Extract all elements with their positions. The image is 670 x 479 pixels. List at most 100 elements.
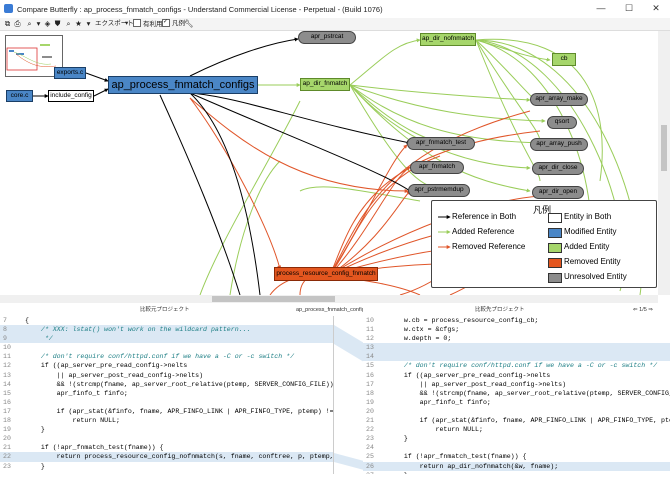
shield-icon[interactable]: ⛊ bbox=[54, 19, 61, 28]
code-line[interactable]: 20 bbox=[363, 407, 670, 416]
legend-removed: Removed Entity bbox=[564, 257, 621, 266]
code-line[interactable]: 16 bbox=[0, 398, 333, 407]
minimap-preview bbox=[6, 44, 57, 71]
code-line[interactable]: 11 /* don't require conf/httpd.conf if w… bbox=[0, 352, 333, 361]
diff-nav[interactable]: ⇐ 1/5 ⇒ bbox=[633, 307, 653, 313]
minimize-button[interactable]: — bbox=[596, 3, 606, 13]
code-line[interactable]: 21 if (!apr_fnmatch_test(fname)) { bbox=[0, 443, 333, 452]
code-line[interactable]: 22 return NULL; bbox=[363, 425, 670, 434]
code-line[interactable]: 8 /* XXX: lstat() won't work on the wild… bbox=[0, 325, 333, 335]
code-line[interactable]: 10 bbox=[0, 343, 333, 352]
line-number: 11 bbox=[366, 326, 374, 334]
graph-vertical-scrollbar[interactable] bbox=[658, 31, 670, 295]
code-text: if ((ap_server_pre_read_config->nelts bbox=[388, 371, 551, 379]
node-exports-c[interactable]: exports.c bbox=[54, 67, 86, 79]
vertical-scroll-thumb[interactable] bbox=[661, 125, 667, 171]
code-line[interactable]: 23 } bbox=[363, 434, 670, 443]
app-icon bbox=[4, 4, 13, 13]
print-icon[interactable]: ⎙ bbox=[14, 19, 21, 28]
option-checkbox-1[interactable]: 有利用 bbox=[133, 19, 163, 29]
node-qsort[interactable]: qsort bbox=[547, 116, 577, 129]
code-line[interactable]: 26 return ap_dir_nofnmatch(&w, fname); bbox=[363, 461, 670, 471]
node-ap-dir-nofnmatch[interactable]: ap_dir_nofnmatch bbox=[420, 33, 476, 46]
swatch-added bbox=[548, 243, 562, 253]
layers-icon[interactable]: ◈ bbox=[44, 19, 51, 28]
code-text: if (apr_stat(&finfo, fname, APR_FINFO_LI… bbox=[419, 417, 670, 425]
checkbox-box[interactable] bbox=[133, 19, 141, 27]
code-text: if (!apr_fnmatch_test(fname)) { bbox=[388, 453, 527, 461]
swatch-entity-both bbox=[548, 213, 562, 223]
node-cb[interactable]: cb bbox=[552, 53, 576, 66]
code-line[interactable]: 18 && !(strcmp(fname, ap_server_root_rel… bbox=[363, 389, 670, 398]
code-line[interactable]: 14 bbox=[363, 352, 670, 362]
code-line[interactable]: 20 bbox=[0, 434, 333, 443]
butterfly-graph[interactable]: exports.c core.c include_config ap_proce… bbox=[0, 31, 658, 295]
node-apr-dir-close[interactable]: apr_dir_close bbox=[532, 162, 584, 175]
node-apr-fnmatch[interactable]: apr_fnmatch bbox=[410, 161, 464, 174]
right-code-pane[interactable]: 10 w.cb = process_resource_config_cb;11 … bbox=[363, 316, 670, 474]
line-number: 19 bbox=[3, 426, 11, 434]
legend-checkbox[interactable]: 凡例 bbox=[162, 19, 185, 29]
horizontal-scroll-thumb[interactable] bbox=[212, 296, 335, 302]
line-number: 22 bbox=[366, 426, 374, 434]
copy-icon[interactable]: ⧉ bbox=[4, 19, 11, 28]
code-text: w.ctx = &cfgs; bbox=[388, 326, 460, 334]
close-button[interactable]: ✕ bbox=[652, 3, 660, 13]
node-ap-dir-fnmatch[interactable]: ap_dir_fnmatch bbox=[300, 78, 350, 91]
code-text: */ bbox=[25, 335, 53, 343]
code-line[interactable]: 21 if (apr_stat(&finfo, fname, APR_FINFO… bbox=[363, 416, 670, 425]
node-apr-pstrcat[interactable]: apr_pstrcat bbox=[298, 31, 356, 44]
line-number: 27 bbox=[363, 471, 388, 474]
code-line[interactable]: 11 w.ctx = &cfgs; bbox=[363, 325, 670, 334]
node-process-resource-config-fnmatch[interactable]: process_resource_config_fnmatch bbox=[274, 267, 378, 281]
zoom-icon[interactable]: ⌕ bbox=[27, 19, 32, 28]
node-apr-pstrmemdup[interactable]: apr_pstrmemdup bbox=[408, 184, 470, 197]
code-line[interactable]: 18 return NULL; bbox=[0, 416, 333, 425]
code-line[interactable]: 14 && !(strcmp(fname, ap_server_root_rel… bbox=[0, 380, 333, 389]
dropdown-icon[interactable]: ▾ bbox=[36, 19, 41, 28]
maximize-button[interactable]: ☐ bbox=[624, 3, 634, 13]
code-line[interactable]: 10 w.cb = process_resource_config_cb; bbox=[363, 316, 670, 325]
code-line[interactable]: 19 } bbox=[0, 425, 333, 434]
wrench-icon[interactable]: 🔧︎ bbox=[184, 19, 194, 28]
code-line[interactable]: 25 if (!apr_fnmatch_test(fname)) { bbox=[363, 452, 670, 461]
legend-added-ref: Added Reference bbox=[452, 227, 515, 236]
node-apr-dir-open[interactable]: apr_dir_open bbox=[532, 186, 584, 199]
node-core-c[interactable]: core.c bbox=[6, 90, 33, 102]
node-apr-fnmatch-test[interactable]: apr_fnmatch_test bbox=[407, 137, 475, 150]
code-line[interactable]: 24 bbox=[363, 443, 670, 452]
code-line[interactable]: 12 if ((ap_server_pre_read_config->nelts bbox=[0, 361, 333, 370]
graph-horizontal-scrollbar[interactable] bbox=[0, 295, 658, 303]
search-icon[interactable]: ⌕ bbox=[66, 19, 71, 28]
code-line[interactable]: 13 || ap_server_post_read_config->nelts) bbox=[0, 371, 333, 380]
legend-added: Added Entity bbox=[564, 242, 610, 251]
code-line[interactable]: 17 || ap_server_post_read_config->nelts) bbox=[363, 380, 670, 389]
line-number: 23 bbox=[366, 435, 374, 443]
node-apr-array-make[interactable]: apr_array_make bbox=[530, 93, 588, 106]
export-dropdown-icon[interactable]: ▾ bbox=[125, 20, 129, 27]
code-line[interactable]: 12 w.depth = 0; bbox=[363, 334, 670, 343]
code-line[interactable]: 19 apr_finfo_t finfo; bbox=[363, 398, 670, 407]
code-line[interactable]: 17 if (apr_stat(&finfo, fname, APR_FINFO… bbox=[0, 407, 333, 416]
code-line[interactable]: 27 } bbox=[363, 471, 670, 474]
star-icon[interactable]: ★ bbox=[75, 19, 82, 28]
minimap[interactable] bbox=[5, 35, 63, 77]
code-line[interactable]: 7{ bbox=[0, 316, 333, 325]
right-pane-title: 比較先プロジェクト bbox=[475, 307, 525, 313]
code-line[interactable]: 15 apr_finfo_t finfo; bbox=[0, 389, 333, 398]
code-line[interactable]: 16 if ((ap_server_pre_read_config->nelts bbox=[363, 371, 670, 380]
code-line[interactable]: 23 } bbox=[0, 462, 333, 471]
code-line[interactable]: 9 */ bbox=[0, 334, 333, 344]
checkbox-box-checked[interactable] bbox=[162, 19, 170, 27]
chevron-down-icon[interactable]: ▾ bbox=[86, 19, 91, 28]
code-line[interactable]: 13 bbox=[363, 343, 670, 353]
code-line[interactable]: 15 /* don't require conf/httpd.conf if w… bbox=[363, 361, 670, 370]
node-apr-array-push[interactable]: apr_array_push bbox=[530, 138, 588, 151]
export-menu[interactable]: エクスポート bbox=[95, 20, 134, 27]
code-text: } bbox=[388, 435, 408, 443]
left-code-pane[interactable]: 7{8 /* XXX: lstat() won't work on the wi… bbox=[0, 316, 333, 474]
node-ap-process-fnmatch-configs[interactable]: ap_process_fnmatch_configs bbox=[108, 76, 258, 94]
node-include-config[interactable]: include_config bbox=[48, 90, 94, 102]
code-line[interactable]: 22 return process_resource_config_nofnma… bbox=[0, 452, 333, 462]
code-text: } bbox=[25, 426, 45, 434]
